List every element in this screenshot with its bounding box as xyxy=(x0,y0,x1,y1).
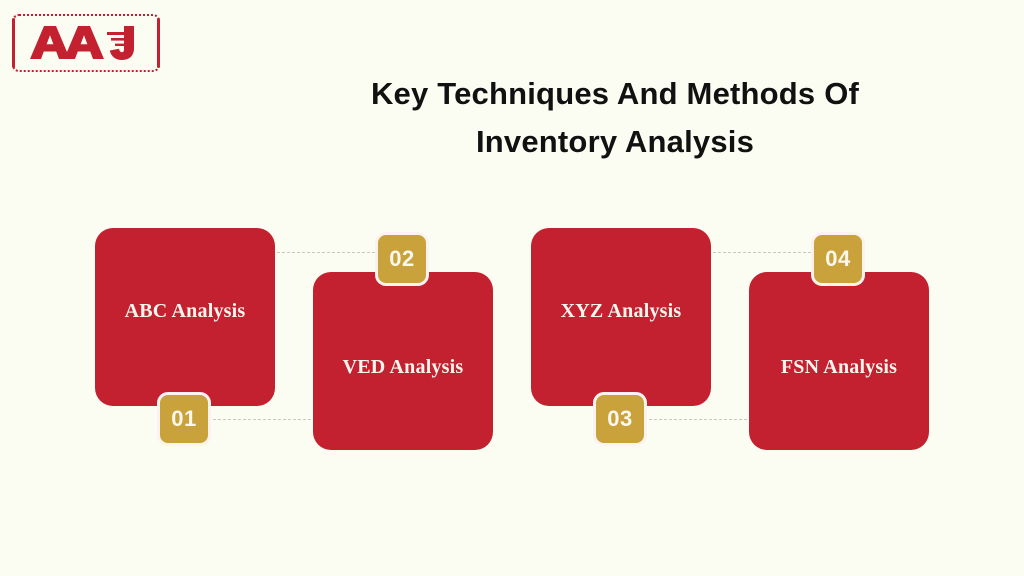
step-badge-3-number: 03 xyxy=(607,406,633,431)
step-card-2-label: VED Analysis xyxy=(342,355,464,378)
aaj-wordmark-icon xyxy=(30,26,134,60)
page-title: Key Techniques And Methods Of Inventory … xyxy=(240,70,990,166)
aaj-logo xyxy=(12,14,160,72)
step-badge-3: 03 xyxy=(593,392,647,446)
step-card-3-label: XYZ Analysis xyxy=(560,299,682,322)
step-badge-4: 04 xyxy=(811,232,865,286)
step-card-1[interactable]: ABC Analysis xyxy=(95,228,275,406)
step-card-4-label: FSN Analysis xyxy=(780,355,898,378)
step-badge-2: 02 xyxy=(375,232,429,286)
logo-frame-left-bar xyxy=(12,18,15,68)
step-badge-4-number: 04 xyxy=(825,246,851,271)
page-title-line-2: Inventory Analysis xyxy=(475,124,755,159)
logo-frame-right-bar xyxy=(157,18,160,68)
step-card-1-label: ABC Analysis xyxy=(124,299,246,322)
step-card-2[interactable]: VED Analysis xyxy=(313,272,493,450)
page-title-line-1: Key Techniques And Methods Of xyxy=(370,76,860,111)
step-card-3[interactable]: XYZ Analysis xyxy=(531,228,711,406)
step-badge-2-number: 02 xyxy=(389,246,415,271)
step-badge-1-number: 01 xyxy=(171,406,197,431)
step-badge-1: 01 xyxy=(157,392,211,446)
step-card-4[interactable]: FSN Analysis xyxy=(749,272,929,450)
